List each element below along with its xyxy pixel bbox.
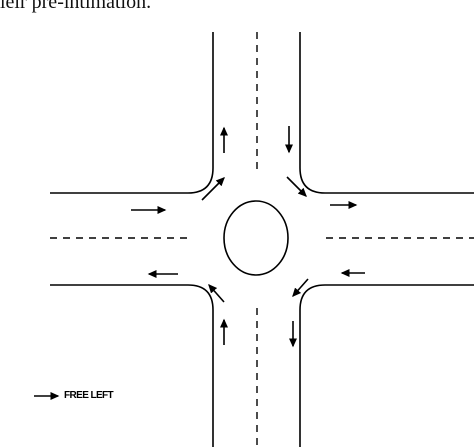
arrow-northeast-diagonal bbox=[286, 176, 307, 197]
arrow-southeast-diagonal bbox=[292, 278, 309, 298]
curb-bottom-left bbox=[50, 284, 214, 447]
arrow-southwest-diagonal bbox=[208, 283, 225, 303]
curb-top-right bbox=[299, 32, 474, 194]
curb-bottom-right bbox=[299, 284, 474, 447]
arrow-northwest-diagonal bbox=[201, 177, 225, 201]
traffic-arrows bbox=[131, 126, 365, 348]
central-island bbox=[223, 200, 289, 276]
legend-label: FREE LEFT bbox=[64, 390, 114, 401]
caption-text: leir pre-intimation. bbox=[0, 0, 152, 13]
lane-dividers bbox=[50, 32, 474, 447]
road-curbs bbox=[50, 32, 474, 447]
curb-top-left bbox=[50, 32, 214, 194]
